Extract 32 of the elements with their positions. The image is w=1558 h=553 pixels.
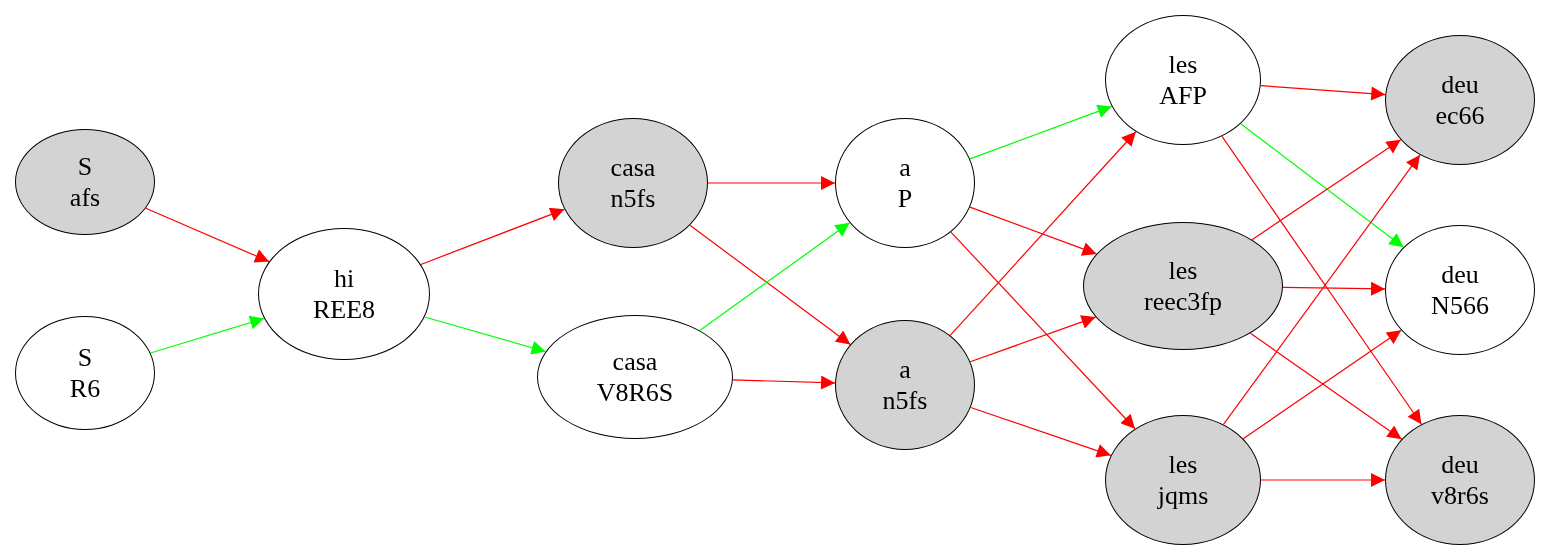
arrow: [732, 375, 836, 390]
arrow: [1240, 123, 1405, 248]
node-label: deu N566: [1431, 258, 1489, 322]
arrow: [970, 406, 1112, 458]
node-label: a n5fs: [882, 353, 928, 417]
arrow: [969, 206, 1098, 256]
arrow: [949, 131, 1137, 336]
arrow: [1260, 85, 1386, 101]
arrow: [1251, 139, 1402, 241]
arrow: [1282, 281, 1386, 296]
arrow: [145, 207, 270, 263]
node-label: les AFP: [1159, 48, 1207, 112]
node-label: casa V8R6S: [596, 345, 674, 409]
arrow: [950, 231, 1136, 430]
arrow: [969, 104, 1113, 160]
arrow: [689, 224, 851, 345]
arrow: [149, 315, 265, 354]
arrow: [420, 207, 566, 266]
node-label: deu ec66: [1435, 68, 1485, 132]
arrow: [424, 316, 547, 355]
node-label: les reec3fp: [1144, 254, 1222, 318]
node-label: S afs: [69, 150, 101, 214]
node-label: les jqms: [1157, 448, 1209, 512]
arrow: [1260, 473, 1386, 487]
arrow: [707, 176, 836, 190]
node-label: a P: [897, 151, 913, 215]
node-label: casa n5fs: [610, 151, 656, 215]
arrow: [699, 222, 851, 332]
node-label: hi REE8: [312, 262, 376, 326]
node-label: S R6: [69, 341, 101, 405]
node-label: deu v8r6s: [1431, 448, 1489, 512]
arrow: [969, 315, 1097, 363]
